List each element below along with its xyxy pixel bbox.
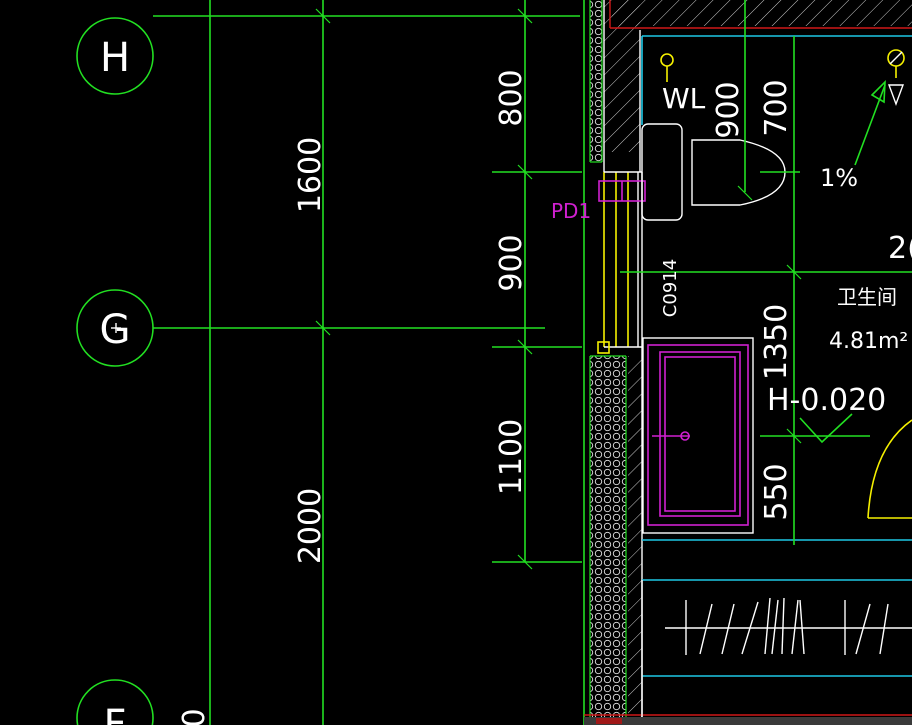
dim-text-550: 550 bbox=[759, 463, 794, 520]
axis-lines bbox=[153, 15, 580, 329]
floor-drain-symbol bbox=[854, 49, 905, 166]
axis-label-g: G bbox=[100, 307, 131, 353]
dimension-chain-inner bbox=[492, 0, 582, 570]
dim-text-1600: 1600 bbox=[293, 137, 328, 213]
label-window-code: C0914 bbox=[660, 259, 681, 317]
axis-bubble-f: F bbox=[76, 679, 154, 725]
axis-bubble-h: H bbox=[76, 17, 154, 95]
tub-fixture bbox=[642, 337, 754, 534]
door-swing bbox=[867, 419, 912, 519]
elevation-marker bbox=[799, 413, 853, 444]
dim-text-1350: 1350 bbox=[759, 304, 794, 380]
floor-elevation: H-0.020 bbox=[767, 383, 886, 418]
room-name: 卫生间 bbox=[837, 285, 897, 309]
label-partial-right: 2( bbox=[888, 231, 912, 266]
room-dimension-lines bbox=[620, 0, 912, 545]
axis-label-h: H bbox=[100, 35, 130, 81]
status-strip-red bbox=[596, 718, 622, 724]
bathroom-walls bbox=[641, 35, 912, 725]
room-area: 4.81m² bbox=[829, 329, 908, 354]
status-strip bbox=[584, 717, 912, 725]
dim-text-800: 800 bbox=[494, 69, 529, 126]
water-line-symbol bbox=[660, 53, 674, 82]
label-slope: 1% bbox=[820, 164, 858, 192]
dim-text-2000: 2000 bbox=[293, 488, 328, 564]
axis-bubble-g: G bbox=[76, 289, 154, 367]
red-reference-lines bbox=[584, 0, 912, 716]
label-pd1: PD1 bbox=[551, 199, 591, 223]
column-marker bbox=[597, 341, 610, 354]
dimension-chain-outer bbox=[209, 0, 331, 725]
dim-text-1100: 1100 bbox=[494, 419, 529, 495]
dim-text-700: 700 bbox=[759, 79, 794, 136]
louver-panel bbox=[665, 597, 912, 655]
axis-label-f: F bbox=[103, 702, 126, 725]
label-wl: WL bbox=[662, 82, 706, 115]
dim-text-partial-bottom: 0 bbox=[177, 708, 212, 725]
exterior-wall-lower bbox=[589, 347, 643, 725]
window-opening bbox=[603, 171, 643, 348]
pipe-duct-pd1 bbox=[598, 180, 646, 202]
dim-text-900-left: 900 bbox=[494, 234, 529, 291]
dim-text-900-right: 900 bbox=[711, 81, 746, 138]
